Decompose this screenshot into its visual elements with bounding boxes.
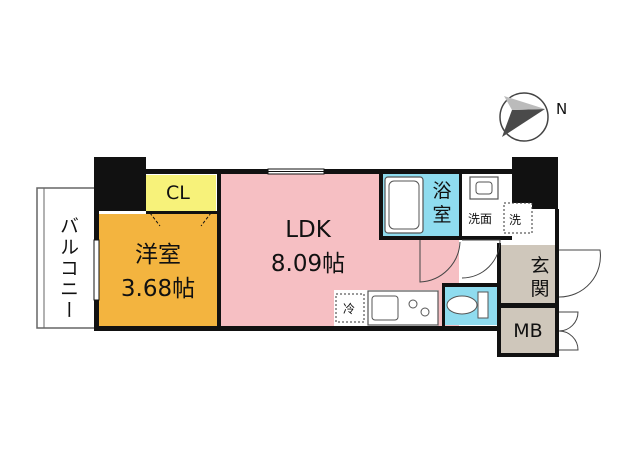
fridge-label: 冷 [343,302,355,316]
door-swing-mb-2 [558,330,579,351]
door-swing-mb-1 [558,311,579,332]
windows [93,168,325,301]
bathtub-inner [388,180,420,230]
wall-top-right-block [512,157,558,209]
kitchen-sink [371,295,399,321]
toilet-bowl [446,295,478,315]
ldk-size: 8.09帖 [271,251,345,277]
entrance-label-top: 玄 [530,255,549,277]
meter-box-label: MB [513,320,542,342]
ldk-label: LDK [285,217,332,243]
closet-label: CL [166,182,190,204]
entrance-fill [500,245,558,303]
entrance-label-bottom: 関 [530,278,549,300]
wall-bath-wash [459,172,462,240]
kitchen: 冷 [335,290,439,326]
closet-fill [146,175,216,213]
washroom-items: 洗 洗面 [468,176,533,234]
closet-door-right [200,212,212,227]
door-swings [419,239,601,351]
wall-entrance-left [497,243,501,357]
wall-mb-bottom [497,353,559,357]
wall-closet-bottom [146,211,218,214]
wall-toilet-left [442,283,445,328]
wall-top-left-block [94,157,146,211]
balcony-label: バルコニー [57,216,79,321]
washer-space [503,202,533,234]
western-room-label: 洋室 [135,242,181,268]
wall-bath-left [379,172,383,239]
balcony: バルコニー [36,187,96,329]
window-balcony [93,239,100,301]
wall-right [555,209,559,357]
compass-north-label: N [556,100,567,118]
western-room-size: 3.68帖 [121,276,195,302]
stove-burner-1 [408,299,418,309]
stove-burner-2 [420,307,430,317]
wall-toilet-top [442,283,500,287]
bathtub [384,176,424,234]
wall-bath-bottom [379,236,461,240]
wall-wash-bottom [459,236,512,240]
wall-western-ldk [217,172,221,330]
fridge-space [335,293,365,323]
wall-entrance-mb [497,303,559,308]
washer-label: 洗 [509,213,521,227]
door-swing-entrance [558,249,601,298]
balcony-area [36,187,96,329]
meter-box-fill [500,308,558,355]
wall-top [144,169,514,174]
walls [94,157,559,357]
compass-needle-dark [502,109,545,137]
door-swing-ldk [419,240,461,283]
closet-door-left [149,212,161,227]
washroom-label: 洗面 [468,212,492,226]
bath-label-top: 浴 [432,180,451,202]
compass: N [499,92,567,142]
door-swing-washroom [461,239,501,279]
compass-needle-light [504,96,545,110]
wash-basin-bowl [475,181,493,195]
toilet [446,291,489,319]
closet-doors [149,212,212,227]
toilet-tank [477,291,489,319]
bath-label-bottom: 室 [432,204,451,226]
wall-bottom [94,326,500,331]
western-room-fill [97,214,219,327]
